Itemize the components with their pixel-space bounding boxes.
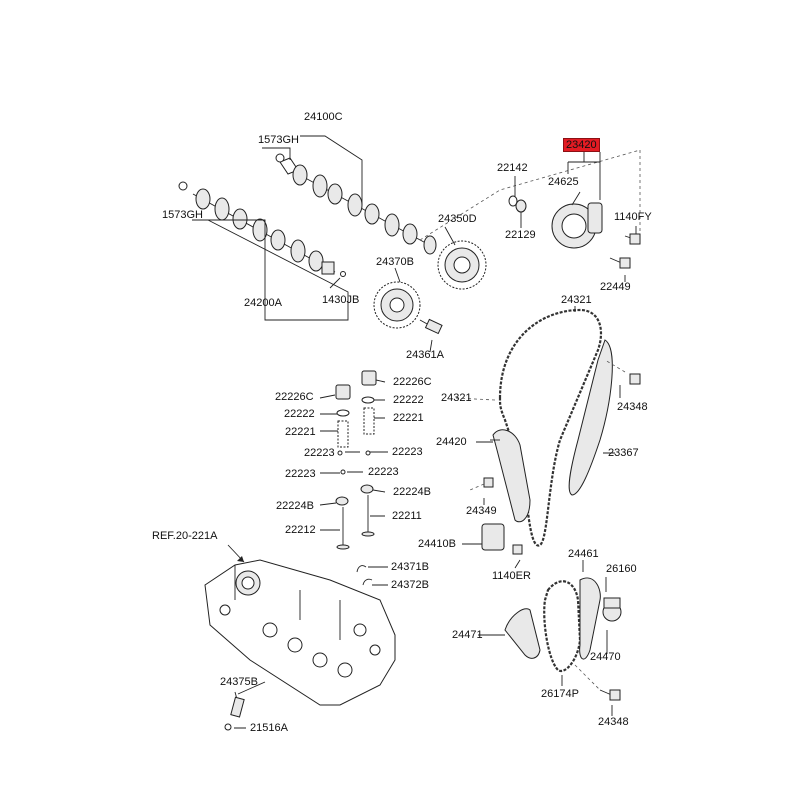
callout-22224B-right: 22224B bbox=[393, 486, 431, 498]
callout-24370B: 24370B bbox=[376, 256, 414, 268]
callout-24361A: 24361A bbox=[406, 349, 444, 361]
callout-23367: 23367 bbox=[608, 447, 639, 459]
callout-24321-left: 24321 bbox=[441, 392, 472, 404]
callout-24471: 24471 bbox=[452, 629, 483, 641]
callout-1573GH-left: 1573GH bbox=[162, 209, 203, 221]
callout-22224B-left: 22224B bbox=[276, 500, 314, 512]
chain-tensioner bbox=[481, 523, 505, 551]
callout-1140FY: 1140FY bbox=[614, 211, 652, 223]
tensioner-arm bbox=[492, 429, 531, 523]
callout-22223-d: 22223 bbox=[368, 466, 399, 478]
callout-24372B: 24372B bbox=[391, 579, 429, 591]
callout-22449: 22449 bbox=[600, 281, 631, 293]
callout-22212: 22212 bbox=[285, 524, 316, 536]
callout-26174P: 26174P bbox=[541, 688, 579, 700]
callout-22223-b: 22223 bbox=[392, 446, 423, 458]
callout-26160: 26160 bbox=[606, 563, 637, 575]
intake-cam-sprocket bbox=[373, 281, 421, 329]
callout-24420: 24420 bbox=[436, 436, 467, 448]
cylinder-head bbox=[204, 559, 396, 706]
callout-24625: 24625 bbox=[548, 176, 579, 188]
oil-pump-tensioner bbox=[504, 608, 541, 659]
oil-pump-chain bbox=[543, 580, 582, 673]
callout-22129: 22129 bbox=[505, 229, 536, 241]
callout-22222-right: 22222 bbox=[393, 394, 424, 406]
callout-21516A: 21516A bbox=[250, 722, 288, 734]
callout-24470: 24470 bbox=[590, 651, 621, 663]
callout-22222-left: 22222 bbox=[284, 408, 315, 420]
callout-ref-20-221A: REF.20-221A bbox=[152, 530, 218, 542]
callout-1140ER: 1140ER bbox=[492, 570, 531, 582]
callout-24375B: 24375B bbox=[220, 676, 258, 688]
chain-guide bbox=[568, 339, 613, 496]
exhaust-cvvt-sprocket bbox=[437, 240, 487, 290]
callout-22221-left: 22221 bbox=[285, 426, 316, 438]
callout-1573GH-top: 1573GH bbox=[258, 134, 299, 146]
callout-1430JB: 1430JB bbox=[322, 294, 360, 306]
callout-22211: 22211 bbox=[392, 510, 422, 522]
callout-24371B: 24371B bbox=[391, 561, 429, 573]
callout-24410B: 24410B bbox=[418, 538, 456, 550]
callout-22223-c: 22223 bbox=[285, 468, 316, 480]
oil-control-valve bbox=[508, 195, 603, 249]
callout-24350D: 24350D bbox=[438, 213, 477, 225]
callout-22226C-left: 22226C bbox=[275, 391, 314, 403]
callout-24348-bottom: 24348 bbox=[598, 716, 629, 728]
timing-chain-upper bbox=[498, 308, 603, 547]
callout-24349: 24349 bbox=[466, 505, 497, 517]
callout-23420-highlighted: 23420 bbox=[563, 138, 600, 152]
callout-24461: 24461 bbox=[568, 548, 599, 560]
callout-24100C: 24100C bbox=[304, 111, 343, 123]
callout-24348-top: 24348 bbox=[617, 401, 648, 413]
callout-22142: 22142 bbox=[497, 162, 528, 174]
callout-22223-a: 22223 bbox=[304, 447, 335, 459]
callout-24200A: 24200A bbox=[244, 297, 282, 309]
valve-train bbox=[335, 370, 377, 550]
exhaust-camshaft bbox=[279, 157, 437, 255]
intake-camshaft bbox=[192, 188, 336, 275]
callout-24321-top: 24321 bbox=[561, 294, 592, 306]
callout-22221-right: 22221 bbox=[393, 412, 424, 424]
oil-pump-guide bbox=[579, 577, 601, 660]
callout-22226C-right: 22226C bbox=[393, 376, 432, 388]
